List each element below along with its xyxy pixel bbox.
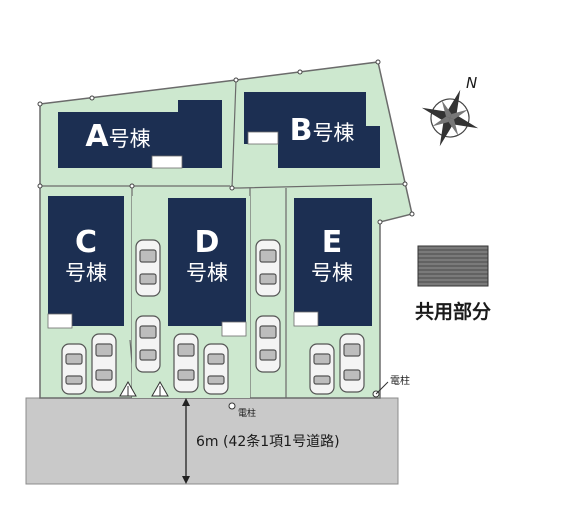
compass-north-label: N — [466, 74, 477, 92]
house-c-letter: C — [75, 225, 97, 260]
house-d-letter: D — [195, 225, 220, 260]
road — [25, 397, 399, 485]
road-label: 6m (42条1項1号道路) — [196, 433, 340, 450]
house-c-suffix: 号棟 — [65, 261, 107, 285]
house-e: E 号棟 — [293, 198, 372, 327]
car-icon — [173, 333, 199, 393]
house-d: D 号棟 — [168, 198, 247, 337]
car-icon — [309, 343, 335, 395]
house-e-entrance — [293, 311, 319, 327]
house-a-suffix: 号棟 — [109, 127, 151, 151]
house-e-suffix: 号棟 — [311, 261, 353, 285]
svg-text:A号棟: A号棟 — [85, 119, 150, 154]
car-icon — [255, 315, 281, 373]
utility-pole-label-right: 電柱 — [390, 374, 410, 387]
utility-pole-road: 電柱 — [228, 402, 256, 419]
compass-rose-icon — [421, 89, 479, 147]
house-a-entrance — [151, 155, 183, 169]
house-c: C 号棟 — [47, 196, 124, 329]
house-d-suffix: 号棟 — [186, 261, 228, 285]
house-a: A号棟 — [58, 100, 222, 169]
house-d-entrance — [221, 321, 247, 337]
corner-points — [37, 59, 415, 225]
house-c-entrance — [47, 313, 73, 329]
house-b-suffix: 号棟 — [312, 121, 354, 145]
car-icon — [255, 239, 281, 297]
legend-label: 共用部分 — [415, 300, 491, 323]
legend-swatch — [417, 245, 489, 287]
car-icon — [135, 239, 161, 297]
car-icon — [203, 343, 229, 395]
house-b: B号棟 — [244, 92, 380, 168]
car-icon — [91, 333, 117, 393]
boundary-markers — [119, 380, 169, 397]
utility-pole-right: 電柱 — [372, 374, 410, 398]
house-b-letter: B — [290, 113, 313, 148]
car-icon — [135, 315, 161, 373]
house-e-letter: E — [322, 225, 343, 260]
road-width-arrow — [182, 398, 190, 484]
house-a-letter: A — [85, 119, 109, 154]
utility-pole-icon — [228, 402, 236, 410]
parking-cars — [61, 239, 365, 395]
utility-pole-label-road: 電柱 — [238, 407, 256, 419]
car-icon — [339, 333, 365, 393]
car-icon — [61, 343, 87, 395]
house-b-entrance — [247, 131, 279, 145]
svg-text:B号棟: B号棟 — [290, 113, 355, 148]
